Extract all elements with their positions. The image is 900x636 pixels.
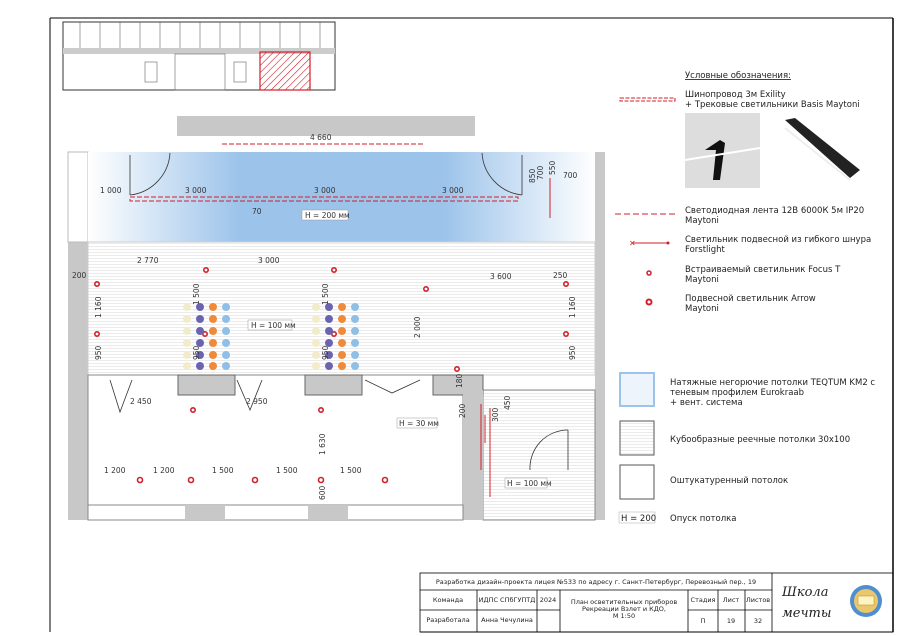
dim-label: 200 <box>458 403 467 418</box>
stage-label: Стадия <box>691 596 716 604</box>
dim-label: 2 950 <box>246 397 268 406</box>
sheet-title: План осветительных приборов <box>571 598 677 606</box>
seat-cushions <box>183 303 359 370</box>
dim-label: 450 <box>503 395 512 410</box>
dim-label: 2 770 <box>137 256 159 265</box>
sheet-scale: М 1:50 <box>613 612 635 620</box>
legend-title: Условные обозначения: <box>685 71 791 81</box>
university-emblem-icon <box>850 585 882 617</box>
dim-label: 3 000 <box>258 256 280 265</box>
sheets-label: Листов <box>746 596 770 604</box>
legend-label: Maytoni <box>685 275 719 285</box>
team-value: ИДПС СПбГУПТД <box>479 596 536 604</box>
dim-label: 700 <box>563 171 578 180</box>
cord-pendant-icon: ✕ <box>629 239 670 248</box>
dim-label: 1 160 <box>568 296 577 318</box>
sheets-value: 32 <box>754 617 762 625</box>
dim-label: 300 <box>491 407 500 422</box>
title-block: Разработка дизайн-проекта лицея №533 по … <box>419 572 894 633</box>
legend-label: Maytoni <box>685 216 719 226</box>
dim-label: 1 160 <box>94 296 103 318</box>
track-symbol-icon <box>619 97 676 102</box>
legend-label: Maytoni <box>685 304 719 314</box>
legend-label: Шинопровод 3м Exility <box>685 90 786 100</box>
dim-label: 250 <box>553 271 568 280</box>
team-label: Команда <box>433 596 463 604</box>
ceiling-height-labels: H = 200 мм H = 100 мм H = 30 мм H = 100 … <box>247 209 552 489</box>
sheet-title: Рекреации Взлет и КДО, <box>582 605 666 613</box>
legend-label: Натяжные негорючие потолки TEQTUM KM2 с <box>670 378 875 388</box>
dim-label: 3 600 <box>490 272 512 281</box>
dim-label: 950 <box>94 345 103 360</box>
highlighted-area <box>259 51 311 91</box>
downlights <box>94 266 569 484</box>
legend-label: теневым профилем Eurokraab <box>670 388 804 398</box>
legend-label: Forstlight <box>685 245 726 255</box>
dim-label: 180 <box>455 373 464 388</box>
dimension-labels: 4 660 1 000 3 000 3 000 3 000 70 850 700… <box>72 133 578 500</box>
dim-label: 550 <box>548 160 557 175</box>
height-label: H = 100 мм <box>507 479 552 488</box>
dim-label: 1 200 <box>104 466 126 475</box>
track-light-photo <box>684 113 860 188</box>
dim-label: 950 <box>321 345 330 360</box>
dim-label: 1 500 <box>340 466 362 475</box>
dim-label: 3 000 <box>314 186 336 195</box>
sheet-value: 19 <box>727 617 735 625</box>
dim-label: 2 450 <box>130 397 152 406</box>
dim-label: 4 660 <box>310 133 332 142</box>
dim-label: 700 <box>536 165 545 180</box>
dim-label: 950 <box>568 345 577 360</box>
height-label: H = 200 мм <box>305 211 350 220</box>
dim-label: 1 200 <box>153 466 175 475</box>
dim-label: 1 630 <box>318 433 327 455</box>
dim-label: 1 500 <box>321 283 330 305</box>
cord-pendants <box>480 178 551 497</box>
dim-label: 850 <box>528 168 537 183</box>
dim-label: 1 500 <box>212 466 234 475</box>
author-value: Анна Чечулина <box>481 616 533 624</box>
track-lights <box>129 143 519 202</box>
legend-label: Оштукатуренный потолок <box>670 476 788 486</box>
project-title: Разработка дизайн-проекта лицея №533 по … <box>436 578 756 586</box>
legend-label: + Трековые светильники Basis Maytoni <box>685 100 860 110</box>
floor-plan: 4 660 1 000 3 000 3 000 3 000 70 850 700… <box>67 116 605 521</box>
year: 2024 <box>540 596 557 604</box>
height-badge: H = 200 <box>621 514 656 524</box>
dim-label: 1 500 <box>276 466 298 475</box>
legend-label: Светодиодная лента 12В 6000К 5м IP20 <box>685 206 864 216</box>
dim-label: 3 000 <box>185 186 207 195</box>
height-label: H = 100 мм <box>251 321 296 330</box>
legend-label: Встраиваемый светильник Focus T <box>685 265 841 275</box>
legend-label: + вент. система <box>670 398 743 408</box>
dim-label: 600 <box>318 485 327 500</box>
key-plan <box>62 21 336 91</box>
dim-label: 1 500 <box>192 283 201 305</box>
school-logo: Школа мечты <box>781 585 831 621</box>
svg-text:✕: ✕ <box>629 239 636 248</box>
height-label: H = 30 мм <box>399 419 439 428</box>
legend-label: Подвесной светильник Arrow <box>685 294 816 304</box>
svg-text:мечты: мечты <box>782 606 831 621</box>
legend-label: Кубообразные реечные потолки 30х100 <box>670 435 850 445</box>
svg-text:Школа: Школа <box>781 585 828 600</box>
recessed-light-icon <box>646 270 652 276</box>
stage-value: П <box>701 617 706 625</box>
dim-label: 1 000 <box>100 186 122 195</box>
plaster-ceiling-swatch <box>619 464 655 500</box>
legend-label: Опуск потолка <box>670 514 736 524</box>
sheet-label: Лист <box>723 596 740 604</box>
dim-label: 200 <box>72 271 87 280</box>
slat-ceiling-swatch <box>619 420 655 456</box>
dim-label: 70 <box>252 207 262 216</box>
dim-label: 950 <box>192 345 201 360</box>
stretch-ceiling-swatch <box>619 372 655 407</box>
dim-label: 2 000 <box>413 316 422 338</box>
dim-label: 3 000 <box>442 186 464 195</box>
pendant-light-icon <box>645 298 653 306</box>
legend: Условные обозначения: Шинопровод 3м Exil… <box>615 71 875 524</box>
legend-label: Светильник подвесной из гибкого шнура <box>685 235 871 245</box>
author-label: Разработала <box>426 616 469 624</box>
